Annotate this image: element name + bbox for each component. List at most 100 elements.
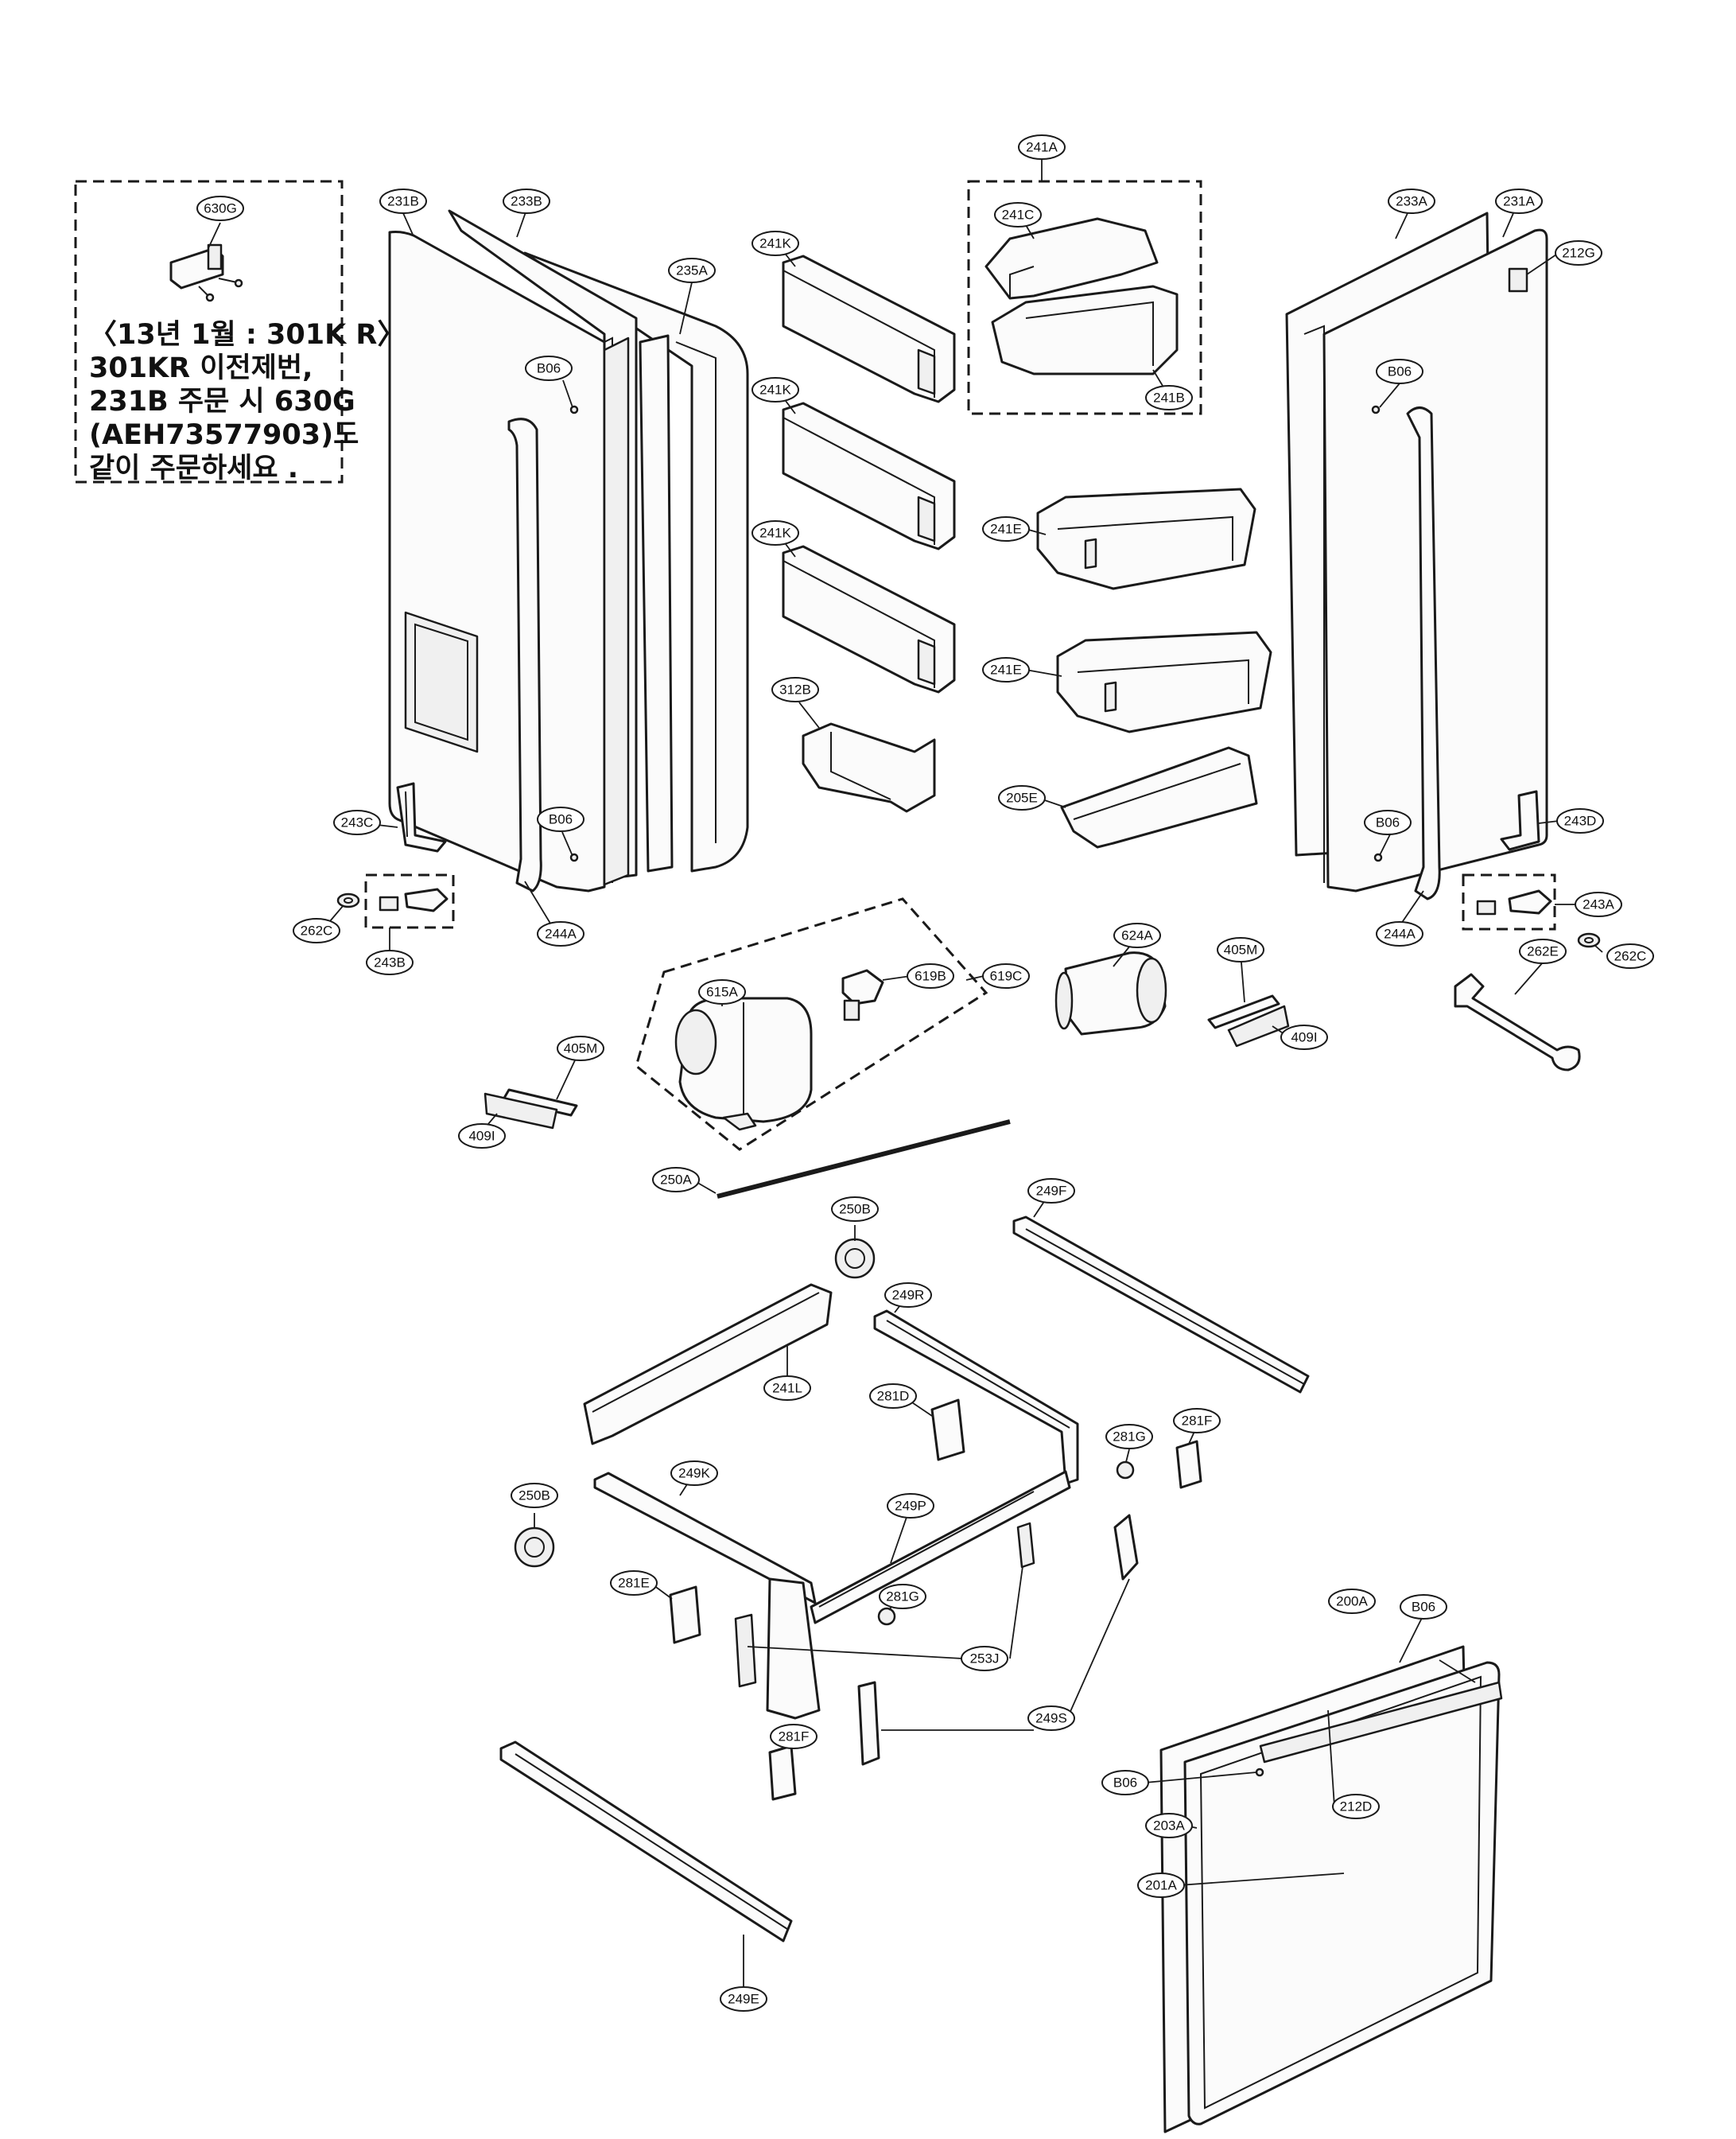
freezer-drawer-assembly xyxy=(1159,1645,1503,2133)
callout-oval xyxy=(698,979,746,1005)
callout-label: 243D xyxy=(1564,814,1597,829)
callout-oval xyxy=(751,377,799,403)
callout-label: 249P xyxy=(895,1499,926,1514)
callout-b06-right-top: B06 xyxy=(1376,359,1423,384)
water-valve-group-619C xyxy=(635,897,988,1151)
callout-label: 244A xyxy=(545,927,577,942)
bracket-405M-left xyxy=(484,1088,578,1130)
callout-label: 212D xyxy=(1340,1799,1373,1814)
callout-c249k: 249K xyxy=(670,1460,718,1486)
callout-label: 241A xyxy=(1026,140,1058,155)
callout-label: 250A xyxy=(660,1173,692,1188)
callout-label: B06 xyxy=(549,812,573,827)
callout-label: 281D xyxy=(877,1389,910,1404)
callout-c250b-top: 250B xyxy=(831,1196,879,1222)
callout-oval xyxy=(994,202,1042,228)
dispenser-cover-312B xyxy=(802,722,936,813)
callout-label: 231B xyxy=(387,194,419,209)
callout-oval xyxy=(525,356,573,381)
callout-oval xyxy=(1280,1025,1328,1050)
callout-c212g: 212G xyxy=(1555,240,1602,266)
callout-c243c: 243C xyxy=(333,810,381,835)
callout-oval xyxy=(720,1986,767,2012)
callout-label: B06 xyxy=(1388,364,1412,379)
callout-oval xyxy=(537,807,584,832)
callout-oval xyxy=(1606,943,1654,969)
callout-c205e: 205E xyxy=(998,785,1046,811)
callout-label: 241C xyxy=(1002,208,1035,223)
callout-oval xyxy=(333,810,381,835)
callout-label: 241E xyxy=(990,522,1022,537)
callout-b06-drawer-top: B06 xyxy=(1400,1594,1447,1620)
callout-oval xyxy=(1217,937,1264,963)
callout-oval xyxy=(1018,134,1066,160)
callout-c615a: 615A xyxy=(698,979,746,1005)
wrench-262E xyxy=(1454,973,1581,1071)
callout-label: 241K xyxy=(759,236,791,251)
callout-c262e: 262E xyxy=(1519,939,1567,964)
bracket-405M-right xyxy=(1207,994,1290,1048)
callout-oval xyxy=(884,1282,932,1308)
callout-label: 281F xyxy=(1182,1414,1213,1429)
callout-label: 244A xyxy=(1384,927,1416,942)
callout-label: 615A xyxy=(706,985,738,1000)
callout-label: 619C xyxy=(990,969,1023,984)
callout-label: 233B xyxy=(511,194,542,209)
callout-c624a: 624A xyxy=(1113,923,1161,948)
callout-oval xyxy=(1105,1424,1153,1449)
callout-label: B06 xyxy=(1376,815,1400,830)
callout-label: 281G xyxy=(886,1589,919,1604)
callout-c241e-2: 241E xyxy=(982,657,1030,683)
callout-oval xyxy=(293,918,340,943)
callout-oval xyxy=(1328,1589,1376,1614)
callout-label: 249E xyxy=(728,1992,759,2007)
callout-oval xyxy=(869,1383,917,1409)
callout-c249f: 249F xyxy=(1027,1178,1075,1204)
rod-250A xyxy=(717,1119,1011,1199)
callout-label: 249K xyxy=(678,1466,710,1481)
callout-c619c: 619C xyxy=(982,963,1030,989)
screw-281G-top xyxy=(1116,1460,1135,1480)
callout-oval xyxy=(1376,921,1423,947)
callout-label: 212G xyxy=(1562,246,1595,261)
hinge-243C xyxy=(396,782,447,853)
callout-label: 203A xyxy=(1153,1818,1185,1834)
note-line-2: 301KR 이전제번, xyxy=(89,352,313,384)
callout-label: 243A xyxy=(1583,897,1614,912)
callout-label: 241K xyxy=(759,526,791,541)
callout-oval xyxy=(511,1483,558,1508)
callout-c619b: 619B xyxy=(907,963,954,989)
callout-c231a: 231A xyxy=(1495,189,1543,214)
callout-label: 241B xyxy=(1153,391,1185,406)
callout-label: 201A xyxy=(1145,1878,1177,1893)
callout-oval xyxy=(879,1584,926,1609)
callout-label: 281E xyxy=(618,1576,650,1591)
callout-c281g-bottom: 281G xyxy=(879,1584,926,1609)
callout-c281g-top: 281G xyxy=(1105,1424,1153,1449)
hinge-243B xyxy=(364,873,455,929)
callout-oval xyxy=(1400,1594,1447,1620)
door-bin-241K-3 xyxy=(782,545,956,694)
crisper-bin-241E-2 xyxy=(1056,631,1272,733)
water-filter-624A xyxy=(1054,951,1167,1036)
callout-oval xyxy=(670,1460,718,1486)
callout-oval xyxy=(1364,810,1412,835)
callout-c241c: 241C xyxy=(994,202,1042,228)
callout-c235a: 235A xyxy=(668,258,716,283)
callout-oval xyxy=(366,950,414,975)
bin-241L xyxy=(583,1283,833,1445)
callout-oval xyxy=(1027,1705,1075,1731)
callout-c243a: 243A xyxy=(1575,892,1622,917)
callout-oval xyxy=(1556,808,1604,834)
callout-oval xyxy=(503,189,550,214)
callout-c241l: 241L xyxy=(763,1375,811,1401)
gear-250B-bottom xyxy=(514,1526,555,1568)
callout-label: 405M xyxy=(1224,943,1258,958)
callout-b06-left-bottom: B06 xyxy=(537,807,584,832)
left-door-assembly xyxy=(388,209,749,893)
callout-oval xyxy=(1388,189,1435,214)
callout-oval xyxy=(458,1123,506,1149)
callout-c233b: 233B xyxy=(503,189,550,214)
callout-label: 262C xyxy=(1614,949,1647,964)
callout-oval xyxy=(1495,189,1543,214)
